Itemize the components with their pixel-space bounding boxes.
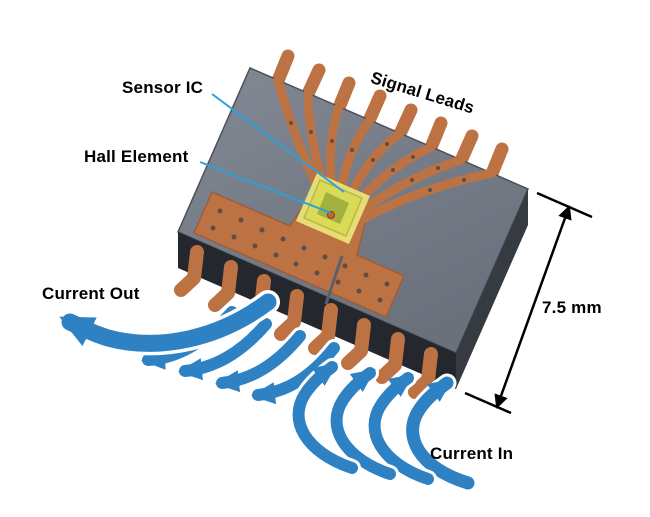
flow-arrow — [176, 315, 275, 381]
current-out-arrows — [58, 290, 343, 405]
hall-element-callout-line — [199, 161, 332, 214]
dimension-tick-bottom — [464, 391, 512, 415]
flow-arrow — [213, 327, 309, 393]
die-inner-region — [317, 192, 349, 224]
label-hall-element: Hall Element — [84, 147, 189, 166]
leadframe-dimples — [210, 121, 466, 303]
flow-arrow — [289, 358, 361, 477]
package-front-face — [178, 232, 456, 389]
sensor-ic-callout-line — [211, 93, 345, 193]
conductor-split-slot — [324, 255, 344, 305]
flow-arrow-big — [58, 290, 280, 356]
label-dimension: 7.5 mm — [542, 298, 602, 317]
dimension-tick-top — [536, 191, 593, 219]
callout-lines — [199, 93, 345, 214]
label-current-in: Current In — [430, 444, 514, 463]
flow-arrow — [327, 364, 399, 483]
dimension-lines — [464, 191, 593, 415]
dimension-arrow-line — [494, 205, 572, 409]
label-sensor-ic: Sensor IC — [122, 78, 204, 97]
flow-arrow — [249, 339, 343, 405]
flow-arrow — [365, 369, 437, 488]
flow-arrow — [403, 373, 478, 493]
current-in-arrows — [289, 358, 478, 493]
label-current-out: Current Out — [42, 284, 140, 303]
